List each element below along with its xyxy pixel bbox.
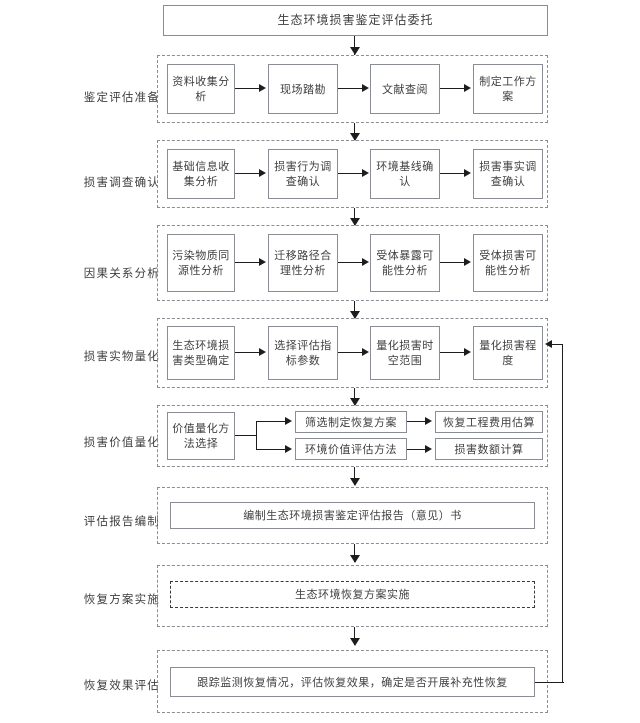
section-restoration-implementation [157, 565, 548, 627]
connector-s4-1-2 [235, 352, 261, 354]
connector-s1-2-3 [338, 88, 364, 90]
node-restoration-plan-selection[interactable]: 筛选制定恢复方案 [295, 411, 407, 433]
connector-s5-branch-top [256, 421, 287, 423]
connector-s2-3-4 [440, 173, 466, 175]
stage-label-restoration-implementation: 恢复方案实施 [83, 592, 160, 606]
section-preparation [157, 55, 548, 123]
node-environment-baseline-confirm[interactable]: 环境基线确认 [370, 149, 440, 199]
arrowhead-prep-to-investigation [350, 133, 360, 141]
arrowhead-s4-2-3 [362, 348, 369, 356]
node-value-quantification-method[interactable]: 价值量化方法选择 [167, 412, 235, 460]
arrowhead-s4-1-2 [259, 348, 266, 356]
node-restoration-cost-estimate[interactable]: 恢复工程费用估算 [435, 411, 543, 433]
node-damage-behavior-confirm[interactable]: 损害行为调查确认 [268, 149, 338, 199]
connector-s2-2-3 [338, 173, 364, 175]
node-commission-title: 生态环境损害鉴定评估委托 [163, 5, 548, 36]
connector-s4-3-4 [440, 352, 466, 354]
node-data-collection-analysis[interactable]: 资料收集分析 [167, 64, 235, 114]
connector-causation-to-quantification [354, 301, 356, 318]
node-damage-type-determination[interactable]: 生态环境损害类型确定 [167, 326, 235, 380]
arrowhead-investigation-to-causation [350, 218, 360, 226]
connector-s3-3-4 [440, 262, 466, 264]
stage-label-restoration-effect-evaluation: 恢复效果评估 [83, 678, 160, 692]
connector-s4-2-3 [338, 352, 364, 354]
arrowhead-s5-top-right [425, 417, 432, 425]
connector-s1-3-4 [440, 88, 466, 90]
arrowhead-s5-bottom-right [425, 445, 432, 453]
node-select-assessment-indicators[interactable]: 选择评估指标参数 [268, 326, 338, 380]
connector-s5-bottom-right [407, 449, 427, 451]
node-pollutant-homology-analysis[interactable]: 污染物质同源性分析 [167, 234, 235, 292]
node-literature-review[interactable]: 文献查阅 [370, 64, 440, 114]
stage-label-physical-quantification: 损害实物量化 [83, 349, 160, 363]
node-basic-info-collection[interactable]: 基础信息收集分析 [167, 149, 235, 199]
arrowhead-s2-3-4 [464, 169, 471, 177]
node-damage-fact-confirm[interactable]: 损害事实调查确认 [473, 149, 543, 199]
node-work-plan[interactable]: 制定工作方案 [473, 64, 543, 114]
arrowhead-physical-to-value [350, 398, 360, 406]
node-damage-amount-calculation[interactable]: 损害数额计算 [435, 438, 543, 460]
arrowhead-title-to-prep [350, 47, 360, 55]
node-quantify-damage-degree[interactable]: 量化损害程度 [473, 326, 543, 380]
arrowhead-feedback-to-quantify-damage [545, 340, 552, 348]
section-physical-quantification [157, 318, 548, 388]
connector-s3-1-2 [235, 262, 261, 264]
connector-investigation-to-causation [354, 208, 356, 225]
node-restoration-plan-implementation[interactable]: 生态环境恢复方案实施 [170, 581, 535, 608]
connector-s5-branch-vertical [256, 421, 258, 450]
connector-report-to-restoration [354, 544, 356, 562]
connector-feedback-bottom [535, 682, 564, 684]
arrowhead-s4-3-4 [464, 348, 471, 356]
connector-s2-1-2 [235, 173, 261, 175]
arrowhead-report-to-restoration [350, 555, 360, 563]
connector-s5-top-right [407, 421, 427, 423]
connector-title-to-prep [354, 36, 356, 55]
arrowhead-s1-2-3 [362, 84, 369, 92]
connector-s5-branch-bottom [256, 449, 287, 451]
node-assessment-report[interactable]: 编制生态环境损害鉴定评估报告（意见）书 [170, 502, 535, 529]
node-migration-path-analysis[interactable]: 迁移路径合理性分析 [268, 234, 338, 292]
arrowhead-s1-3-4 [464, 84, 471, 92]
stage-label-causation-analysis: 因果关系分析 [83, 266, 160, 280]
section-causation-analysis [157, 225, 548, 301]
arrowhead-s5-branch-bottom [285, 445, 292, 453]
section-report-preparation [157, 487, 548, 544]
stage-label-damage-investigation: 损害调查确认 [83, 175, 160, 189]
node-monitoring-and-supplementary-restoration[interactable]: 跟踪监测恢复情况，评估恢复效果，确定是否开展补充性恢复 [170, 667, 535, 697]
node-quantify-spatiotemporal-scope[interactable]: 量化损害时空范围 [370, 326, 440, 380]
arrowhead-s3-1-2 [259, 258, 266, 266]
section-restoration-effect-evaluation [157, 650, 548, 713]
connector-value-to-report [354, 467, 356, 485]
section-damage-investigation [157, 140, 548, 208]
arrowhead-s5-branch-top [285, 417, 292, 425]
connector-s1-1-2 [235, 88, 261, 90]
arrowhead-causation-to-quantification [350, 311, 360, 319]
node-receptor-exposure-analysis[interactable]: 受体暴露可能性分析 [370, 234, 440, 292]
stage-label-preparation: 鉴定评估准备 [83, 90, 160, 104]
arrowhead-restoration-to-evaluation [350, 638, 360, 646]
connector-physical-to-value [354, 388, 356, 405]
connector-feedback-top [552, 344, 563, 346]
arrowhead-s2-1-2 [259, 169, 266, 177]
arrowhead-s3-2-3 [362, 258, 369, 266]
arrowhead-s3-3-4 [464, 258, 471, 266]
arrowhead-s1-1-2 [259, 84, 266, 92]
section-value-quantification [157, 405, 548, 467]
connector-s5-branch-stem [235, 435, 257, 437]
stage-label-report-preparation: 评估报告编制 [83, 514, 160, 528]
node-receptor-damage-analysis[interactable]: 受体损害可能性分析 [473, 234, 543, 292]
arrowhead-s2-2-3 [362, 169, 369, 177]
node-environmental-value-method[interactable]: 环境价值评估方法 [295, 438, 407, 460]
connector-s3-2-3 [338, 262, 364, 264]
node-site-survey[interactable]: 现场踏勘 [268, 64, 338, 114]
stage-label-value-quantification: 损害价值量化 [83, 435, 160, 449]
connector-restoration-to-evaluation [354, 627, 356, 645]
arrowhead-value-to-report [350, 478, 360, 486]
connector-prep-to-investigation [354, 123, 356, 140]
connector-feedback-vertical [562, 344, 564, 683]
